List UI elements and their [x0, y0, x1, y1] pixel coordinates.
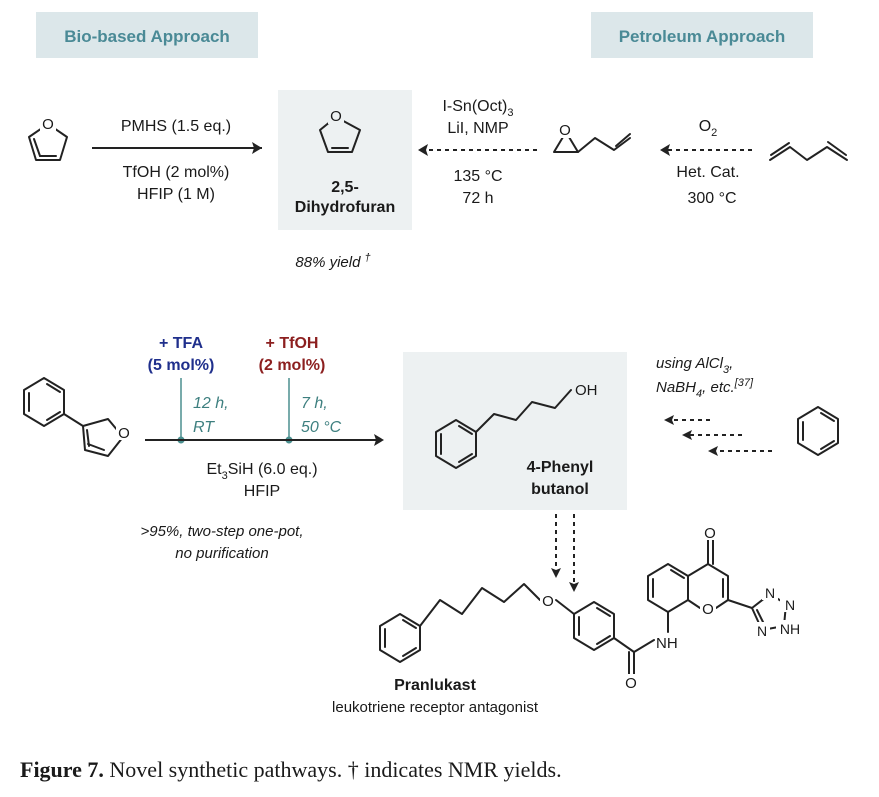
- dashed-arrow-a-head: [664, 415, 674, 425]
- reagent-tfoh: TfOH (2 mol%): [123, 164, 230, 181]
- dihydrofuran-structure: O: [319, 108, 361, 153]
- pranlukast-description: leukotriene receptor antagonist: [332, 699, 539, 716]
- petro-header-box: [591, 12, 813, 58]
- amide-oxygen-label: O: [625, 675, 637, 692]
- tfoh-amount: (2 mol%): [259, 357, 326, 374]
- butadiene-structure: [769, 141, 848, 161]
- vinyl-epoxide-structure: O: [553, 122, 631, 153]
- tetrazole-n2-label: N: [785, 597, 795, 613]
- alt-conditions-1: using AlCl3,: [656, 355, 733, 376]
- phenylbutanol-name-1: 4-Phenyl: [527, 459, 594, 476]
- dashed-arrow-down-1-head: [551, 568, 561, 578]
- reagent-hfip: HFIP (1 M): [137, 186, 215, 203]
- phenylbutanol-name-2: butanol: [531, 481, 589, 498]
- dashed-arrow-b-head: [682, 430, 692, 440]
- reagent-lii: LiI, NMP: [447, 120, 508, 137]
- dashed-arrow-c-head: [708, 446, 718, 456]
- figure-caption: Figure 7. Novel synthetic pathways. † in…: [20, 757, 562, 782]
- dihydrofuran-oxygen-label: O: [330, 108, 342, 125]
- tfa-amount: (5 mol%): [148, 357, 215, 374]
- alt-conditions-2: NaBH4, etc.[37]: [656, 377, 754, 400]
- reagent-sn: I-Sn(Oct)3: [442, 98, 513, 119]
- ketone-oxygen-label: O: [704, 525, 716, 542]
- reagent-o2: O2: [699, 118, 718, 139]
- petro-header: Petroleum Approach: [619, 27, 786, 46]
- pranlukast-structure: O O NH O O N: [379, 524, 802, 692]
- yield-note-1: >95%, two-step one-pot,: [140, 523, 303, 540]
- phenylbutanol-box: [403, 352, 627, 510]
- reagent2-temp: 135 °C: [453, 168, 502, 185]
- step1-time: 12 h,: [193, 395, 229, 412]
- pranlukast-name: Pranlukast: [394, 677, 476, 694]
- step2-temp: 50 °C: [301, 419, 342, 436]
- chromone-ring-oxygen-label: O: [702, 601, 714, 618]
- amide-nh-label: NH: [656, 635, 678, 652]
- reagent3-temp: 300 °C: [687, 190, 736, 207]
- tetrazole-n3-label: N: [757, 623, 767, 639]
- tetrazole-n1-label: N: [765, 585, 775, 601]
- tfa-label: + TFA: [159, 335, 203, 352]
- tetrazole-nh-label: NH: [780, 621, 800, 637]
- reagent-pmhs: PMHS (1.5 eq.): [121, 118, 231, 135]
- arrow-head-1: [252, 142, 262, 154]
- reagent-het-cat: Het. Cat.: [676, 164, 739, 181]
- ether-oxygen-label: O: [542, 593, 554, 610]
- dihydrofuran-name-1: 2,5-: [331, 179, 359, 196]
- dihydrofuran-yield: 88% yield†: [295, 252, 370, 271]
- dihydrofuran-name-2: Dihydrofuran: [295, 199, 395, 216]
- reagent2-time: 72 h: [462, 190, 493, 207]
- dashed-arrow-down-2-head: [569, 582, 579, 592]
- tfoh-label: + TfOH: [266, 335, 319, 352]
- benzene-structure: [797, 406, 839, 456]
- phenylbutanol-structure: OH: [435, 382, 598, 469]
- reagent-hfip-2: HFIP: [244, 483, 280, 500]
- phenylfuran-oxygen-label: O: [118, 425, 130, 442]
- furan-oxygen-label: O: [42, 116, 54, 133]
- phenylfuran-structure: O: [23, 377, 132, 457]
- yield-note-2: no purification: [175, 545, 268, 562]
- step1-temp: RT: [193, 419, 215, 436]
- dihydrofuran-box: [278, 90, 412, 230]
- step2-time: 7 h,: [301, 395, 328, 412]
- arrow-head-3: [660, 144, 670, 156]
- arrow-head-2: [418, 144, 428, 156]
- epoxide-oxygen-label: O: [559, 122, 571, 139]
- phenylbutanol-oh-label: OH: [575, 382, 598, 399]
- reagent-et3sih: Et3SiH (6.0 eq.): [206, 461, 317, 482]
- furan-structure: O: [28, 115, 68, 161]
- bio-header: Bio-based Approach: [64, 27, 230, 46]
- bio-header-box: [36, 12, 258, 58]
- arrow-head-4: [374, 434, 384, 446]
